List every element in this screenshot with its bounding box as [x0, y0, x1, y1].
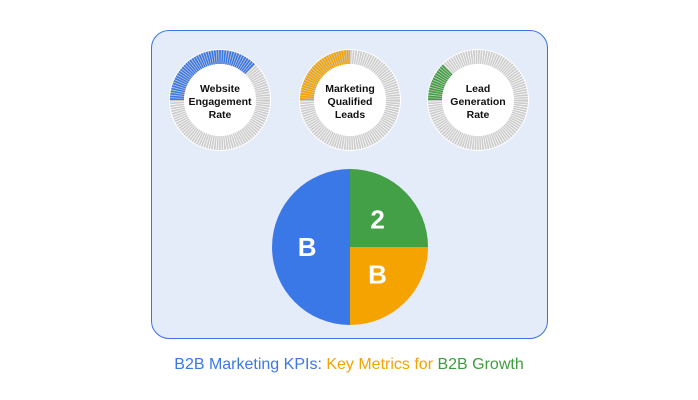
caption-part-1: B2B Marketing KPIs: — [174, 356, 327, 373]
gauge-label-line: Rate — [209, 109, 232, 121]
gauge-progress — [170, 50, 256, 101]
pie-slice — [272, 169, 350, 325]
gauge-label-line: Generation — [450, 96, 505, 108]
gauge-label-line: Rate — [467, 109, 490, 121]
gauge-label-line: Engagement — [188, 96, 252, 108]
pie-slice — [350, 169, 428, 247]
pie-slice-label: B — [368, 260, 387, 290]
pie-slice-label: B — [298, 232, 317, 262]
pie-slice-label: 2 — [370, 204, 384, 234]
gauge-label-line: Marketing — [325, 83, 375, 95]
gauge-progress — [428, 64, 453, 101]
pie-slice — [350, 247, 428, 325]
caption-part-3: B2B Growth — [437, 356, 524, 373]
caption-part-2: Key Metrics for — [326, 356, 438, 373]
gauge-label-line: Qualified — [328, 96, 373, 108]
gauge-label-line: Lead — [466, 83, 491, 95]
caption: B2B Marketing KPIs: Key Metrics for B2B … — [0, 356, 698, 374]
gauge-progress — [300, 50, 351, 101]
gauge-label-line: Website — [200, 83, 240, 95]
gauge-label-line: Leads — [335, 109, 366, 121]
